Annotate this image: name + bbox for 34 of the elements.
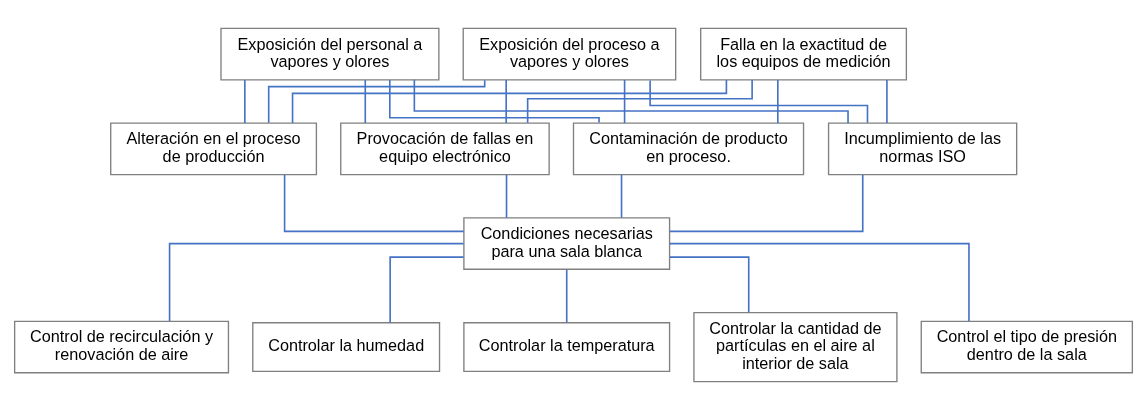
connector (413, 78, 849, 124)
node-box: Condiciones necesarias para una sala blanca (463, 216, 671, 270)
node-box: Incumplimiento de las normas ISO (827, 121, 1018, 175)
connector (526, 78, 753, 123)
connector (669, 173, 864, 232)
connector (389, 255, 465, 323)
connector (886, 78, 888, 124)
node-box: Falla en la exactitud de los equipos de medición (700, 27, 908, 80)
connector (291, 78, 728, 124)
connector (389, 78, 600, 123)
connector (669, 255, 750, 313)
connector (777, 78, 779, 124)
node-box: Control el tipo de presión dentro de la sala (920, 320, 1134, 373)
connector (244, 78, 246, 124)
node-box: Alteración en el proceso de producción (110, 121, 318, 175)
node-box: Controlar la temperatura (463, 321, 671, 372)
connector (669, 242, 970, 322)
connector (505, 173, 508, 219)
connector (620, 173, 623, 219)
node-box: Provocación de fallas en equipo electrónico (340, 121, 550, 175)
node-box: Contaminación de producto en proceso. (572, 121, 805, 175)
connector (267, 79, 486, 124)
node-box: Exposición del personal a vapores y olores (220, 27, 440, 80)
connector (565, 268, 568, 323)
connector (168, 242, 465, 322)
connector (505, 78, 507, 124)
connector (623, 78, 626, 124)
node-box: Exposición del proceso a vapores y olores (462, 27, 677, 80)
node-box: Controlar la cantidad de partículas en el aire al interior de sala (693, 311, 898, 382)
connector (364, 78, 367, 124)
node-box: Control de recirculación y renovación de aire (13, 320, 230, 373)
connector (649, 79, 869, 123)
node-box: Controlar la humedad (252, 321, 441, 372)
connector (283, 173, 465, 232)
